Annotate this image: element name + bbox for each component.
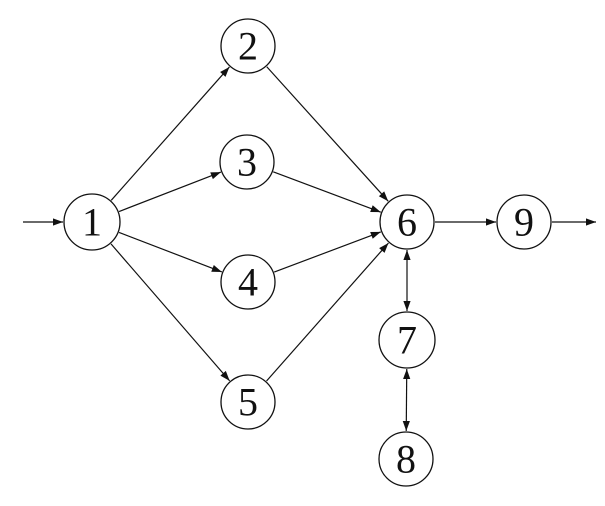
node-6-circle <box>379 194 435 250</box>
node-4-circle <box>220 254 276 310</box>
edge-2-6 <box>266 66 389 202</box>
edge-6-7-arrowhead <box>403 301 411 311</box>
edge-6-9-arrowhead <box>486 218 496 226</box>
node-7-label: 7 <box>397 318 417 363</box>
edge-7-8 <box>405 368 408 432</box>
edge-1-2-arrowhead <box>220 66 230 77</box>
node-4-label: 4 <box>238 260 258 305</box>
edge-7-8-arrowhead <box>402 420 410 432</box>
edge-1-3 <box>118 171 222 213</box>
node-9-circle <box>496 194 552 250</box>
node-8-circle <box>378 431 434 487</box>
node-7-circle <box>378 311 436 369</box>
node-3-label: 3 <box>237 140 257 185</box>
edge-4-6 <box>273 231 382 273</box>
node-5-label: 5 <box>238 380 258 425</box>
edge-6-7-arrowhead <box>403 250 411 260</box>
edge-5-6 <box>266 242 389 382</box>
edge-1-5-arrowhead <box>220 370 230 381</box>
edge-3-6-arrowhead <box>370 205 381 213</box>
edge-2-6-arrowhead <box>378 191 389 202</box>
edge-1-3-arrowhead <box>210 172 221 180</box>
edge-5-6-arrowhead <box>379 242 389 253</box>
node-1-circle <box>63 193 121 251</box>
exit-arrow-arrowhead <box>586 218 596 226</box>
edge-1-2 <box>110 66 230 201</box>
edge-4-6-arrowhead <box>370 231 381 239</box>
node-2-circle <box>220 18 276 74</box>
node-8-label: 8 <box>396 437 416 482</box>
edge-1-4 <box>118 231 223 273</box>
node-1-label: 1 <box>82 200 102 245</box>
node-3-circle <box>219 134 275 190</box>
edge-7-8-arrowhead <box>403 368 411 380</box>
node-9-label: 9 <box>514 200 534 245</box>
entry-arrow-arrowhead <box>53 218 63 226</box>
node-2-label: 2 <box>238 24 258 69</box>
node-6-label: 6 <box>397 200 417 245</box>
node-5-circle <box>220 374 276 430</box>
edge-3-6 <box>273 171 381 213</box>
edge-1-4-arrowhead <box>211 264 222 272</box>
edge-1-5 <box>110 243 231 382</box>
